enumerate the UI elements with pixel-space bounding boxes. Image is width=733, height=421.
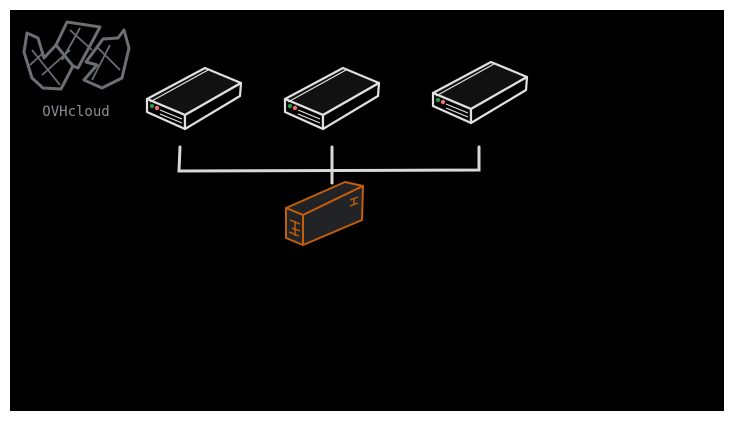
logo-text: OVHcloud bbox=[42, 104, 109, 120]
server-3[interactable] bbox=[431, 60, 529, 125]
network-connector bbox=[177, 145, 481, 185]
server-2[interactable] bbox=[283, 66, 381, 131]
server-1[interactable] bbox=[145, 66, 243, 131]
ovhcloud-logo bbox=[22, 20, 131, 91]
firewall[interactable] bbox=[285, 181, 364, 246]
